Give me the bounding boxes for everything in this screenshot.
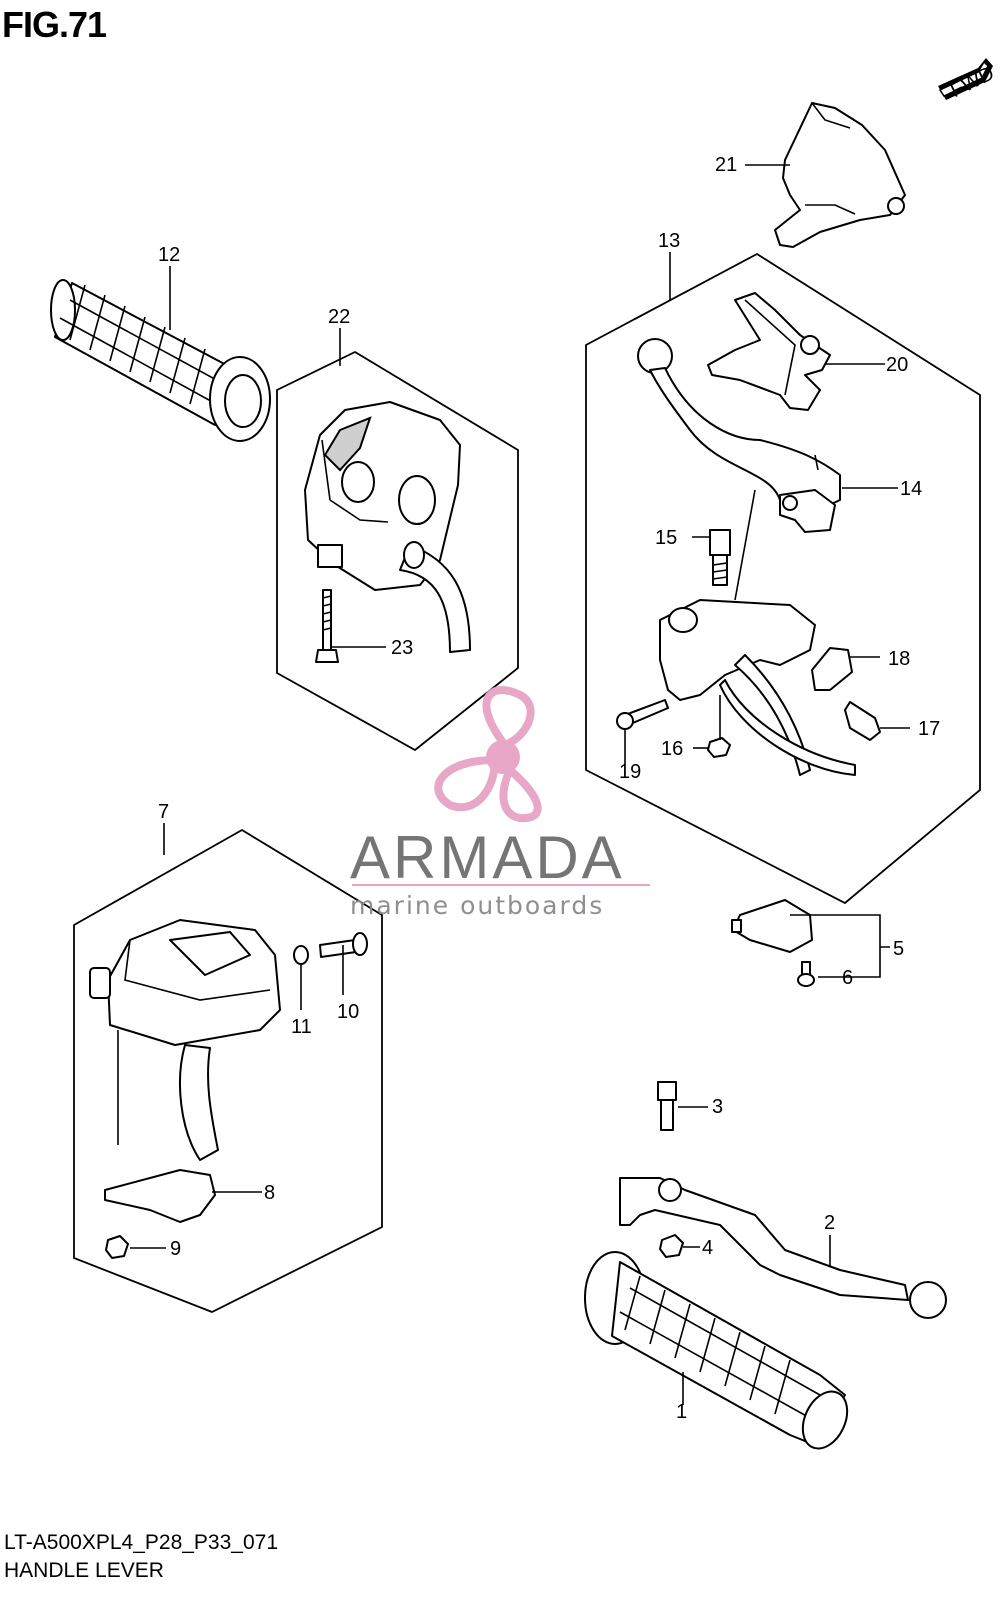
callout-9: 9 [170,1238,181,1260]
callout-2: 2 [824,1212,835,1234]
figure-code: LT-A500XPL4_P28_P33_071 [4,1531,279,1554]
part-15-bolt [709,529,731,586]
fwd-label: FWD [947,62,998,102]
part-3-bolt [657,1081,677,1131]
callout-6: 6 [842,967,853,989]
callout-4: 4 [702,1237,713,1259]
part-9-nut [105,1235,129,1259]
callout-13: 13 [658,230,680,252]
part-20-bracket [707,292,831,411]
part-22-switch-assembly [304,401,471,653]
fwd-arrow-icon: FWD [938,58,998,102]
leader-lines [130,164,910,1405]
part-11-washer [293,945,309,965]
callout-17: 17 [918,718,940,740]
callout-18: 18 [888,648,910,670]
group-box-22 [276,350,519,752]
figure-name: HANDLE LEVER [4,1559,164,1582]
part-21-lever-guard [774,102,906,248]
part-17-switch [844,701,881,741]
callout-21: 21 [715,154,737,176]
part-18-cover [811,647,853,691]
part-10-screw [319,932,368,958]
callout-19: 19 [619,761,641,783]
part-14-brake-lever [637,338,841,533]
callout-labels: 1 2 3 4 5 6 7 8 9 10 11 12 13 14 15 16 1… [158,154,940,1423]
callout-5: 5 [893,938,904,960]
part-7-throttle-housing [89,919,281,1161]
callout-12: 12 [158,244,180,266]
callout-14: 14 [900,478,922,500]
part-5-switch [731,899,813,953]
callout-23: 23 [391,637,413,659]
part-8-plate [104,1169,216,1223]
callout-15: 15 [655,527,677,549]
figure-title: FIG.71 [2,4,107,45]
callout-16: 16 [661,738,683,760]
part-12-grip [50,279,271,442]
part-6-screw [797,961,815,987]
armada-watermark: ARMADA marine outboards [350,686,650,920]
part-13-master-cylinder [659,489,856,776]
part-1-grip [584,1251,849,1450]
watermark-brand: ARMADA [350,824,625,891]
callout-7: 7 [158,801,169,823]
part-19-bolt [616,699,669,730]
callout-10: 10 [337,1001,359,1023]
callout-8: 8 [264,1182,275,1204]
callout-20: 20 [886,354,908,376]
part-23-screw [315,589,339,663]
callout-11: 11 [291,1016,312,1038]
callout-3: 3 [712,1096,723,1118]
callout-22: 22 [328,306,350,328]
propeller-logo-icon [434,686,542,823]
group-box-7 [73,828,383,1313]
callout-1: 1 [676,1401,687,1423]
part-2-clutch-lever [619,1177,947,1319]
part-4-nut [659,1234,684,1258]
watermark-tagline: marine outboards [350,891,604,920]
part-16-nut [707,737,731,758]
group-box-13 [585,252,981,905]
